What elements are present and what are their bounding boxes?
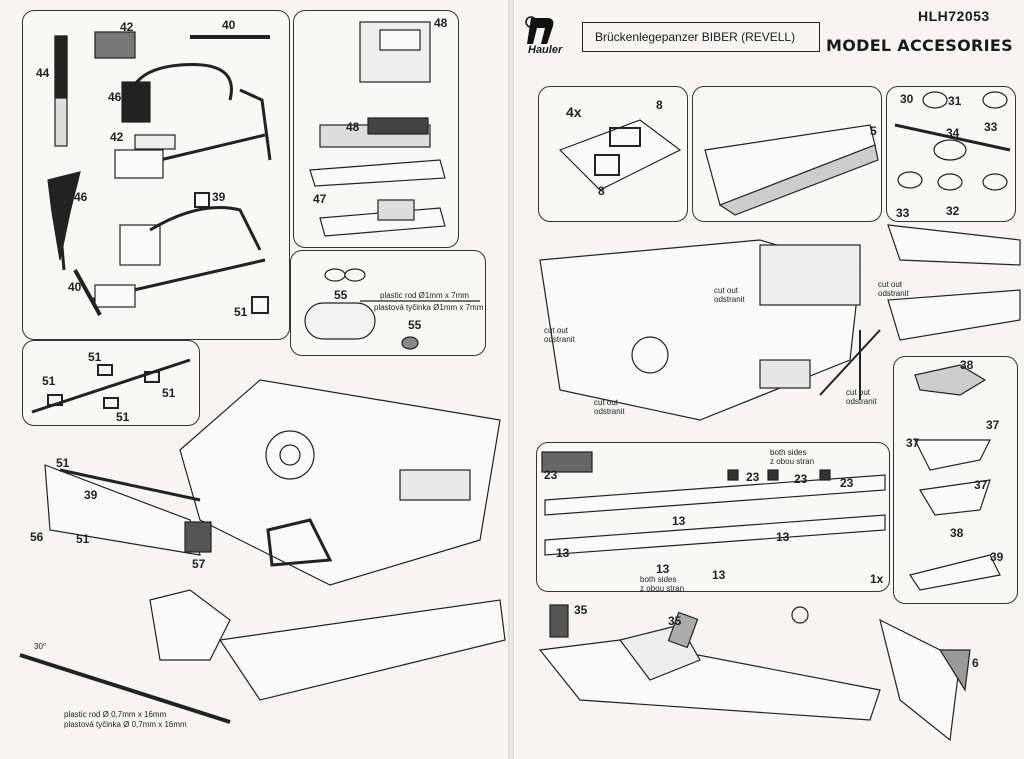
part-51-handle-c: 51 <box>162 386 176 400</box>
angle-label: 30° <box>34 642 47 651</box>
part-23-b: 23 <box>794 472 808 486</box>
kit-title: Brückenlegepanzer BIBER (REVELL) <box>582 22 820 52</box>
part-35-left: 35 <box>574 603 588 617</box>
brand-name: Hauler <box>528 44 563 56</box>
page-gutter <box>508 0 514 759</box>
part-42-axe: 42 <box>110 130 124 144</box>
part-38-bottom: 38 <box>950 526 964 540</box>
part-51-handle-a: 51 <box>88 350 102 364</box>
part-42-top: 42 <box>120 20 134 34</box>
part-13-e: 13 <box>712 568 726 582</box>
part-55-rod: 55 <box>408 318 422 332</box>
panel-lifting-arms <box>893 356 1018 604</box>
part-5: 5 <box>870 124 877 138</box>
part-33-left: 33 <box>896 206 910 220</box>
part-34: 34 <box>946 126 960 140</box>
rod-note-en: plastic rod Ø1mm x 7mm <box>380 291 469 300</box>
rod-note-cz: plastová tyčinka Ø1mm x 7mm <box>374 303 484 312</box>
part-13-d: 13 <box>656 562 670 576</box>
part-13-c: 13 <box>556 546 570 560</box>
part-44: 44 <box>36 66 50 80</box>
part-13-a: 13 <box>672 514 686 528</box>
part-48-top: 48 <box>434 16 448 30</box>
part-23-c: 23 <box>840 476 854 490</box>
panel-grab-handles <box>22 340 200 426</box>
part-13-b: 13 <box>776 530 790 544</box>
part-51-tools: 51 <box>234 305 248 319</box>
part-51-handle-d: 51 <box>116 410 130 424</box>
part-39-hull: 39 <box>84 488 98 502</box>
part-31: 31 <box>948 94 962 108</box>
part-55-top: 55 <box>334 288 348 302</box>
part-35-right: 35 <box>668 614 682 628</box>
part-40-shovel: 40 <box>68 280 82 294</box>
product-code: HLH72053 <box>918 8 990 24</box>
part-57: 57 <box>192 557 206 571</box>
part-8-bottom: 8 <box>598 184 605 198</box>
part-23-decal: 23 <box>544 468 558 482</box>
rod2-note-cz: plastová tyčinka Ø 0,7mm x 16mm <box>64 720 187 729</box>
part-46: 46 <box>108 90 122 104</box>
panel-bridge-rails <box>536 442 890 592</box>
part-23-a: 23 <box>746 470 760 484</box>
part-6: 6 <box>972 656 979 670</box>
panel-mirrors <box>886 86 1016 222</box>
rod2-note-en: plastic rod Ø 0,7mm x 16mm <box>64 710 167 719</box>
part-39: 39 <box>212 190 226 204</box>
part-56: 56 <box>30 530 44 544</box>
part-46-pliers: 46 <box>74 190 88 204</box>
part-38-top: 38 <box>960 358 974 372</box>
section-title: MODEL ACCESORIES <box>826 36 1013 55</box>
part-30: 30 <box>900 92 914 106</box>
part-51-hull-b: 51 <box>76 532 90 546</box>
part-37-left: 37 <box>906 436 920 450</box>
part-33-right: 33 <box>984 120 998 134</box>
part-51-hull: 51 <box>56 456 70 470</box>
part-37-right: 37 <box>986 418 1000 432</box>
part-51-handle-b: 51 <box>42 374 56 388</box>
part-8-top: 8 <box>656 98 663 112</box>
hauler-logo <box>517 14 579 58</box>
part-40-top: 40 <box>222 18 236 32</box>
quantity-4x: 4x <box>566 104 582 120</box>
part-48-mount: 48 <box>346 120 360 134</box>
part-32: 32 <box>946 204 960 218</box>
part-47: 47 <box>313 192 327 206</box>
part-37-mid: 37 <box>974 478 988 492</box>
quantity-1x: 1x <box>870 572 884 586</box>
part-39-right: 39 <box>990 550 1004 564</box>
